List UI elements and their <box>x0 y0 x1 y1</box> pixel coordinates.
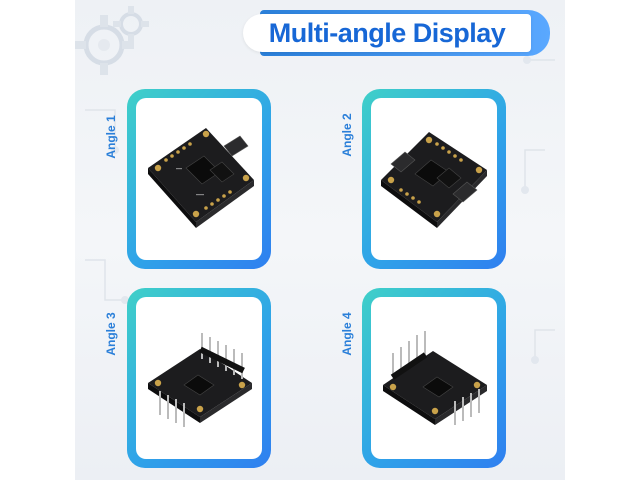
angle-1-label: Angle 1 <box>104 115 118 159</box>
sensor-board-angle-4 <box>383 331 487 425</box>
title-pill <box>243 14 531 52</box>
gear-icon <box>75 15 134 75</box>
angle-1-frame <box>127 89 271 269</box>
gear-icon <box>113 6 149 42</box>
circuit-dots <box>85 56 555 364</box>
angle-2-label: Angle 2 <box>340 113 354 157</box>
sensor-board-angle-3 <box>148 333 252 427</box>
angle-4-frame <box>362 288 506 468</box>
angle-3-label: Angle 3 <box>104 312 118 356</box>
angle-4-label: Angle 4 <box>340 312 354 356</box>
sensor-board-angle-2 <box>381 132 487 228</box>
sensor-board-angle-1 <box>148 128 254 228</box>
angle-2-frame <box>362 89 506 269</box>
product-image-canvas: Multi-angle Display Angle 1 Angle 2 Angl… <box>75 0 565 480</box>
page-title: Multi-angle Display <box>268 18 506 48</box>
angle-3-frame <box>127 288 271 468</box>
